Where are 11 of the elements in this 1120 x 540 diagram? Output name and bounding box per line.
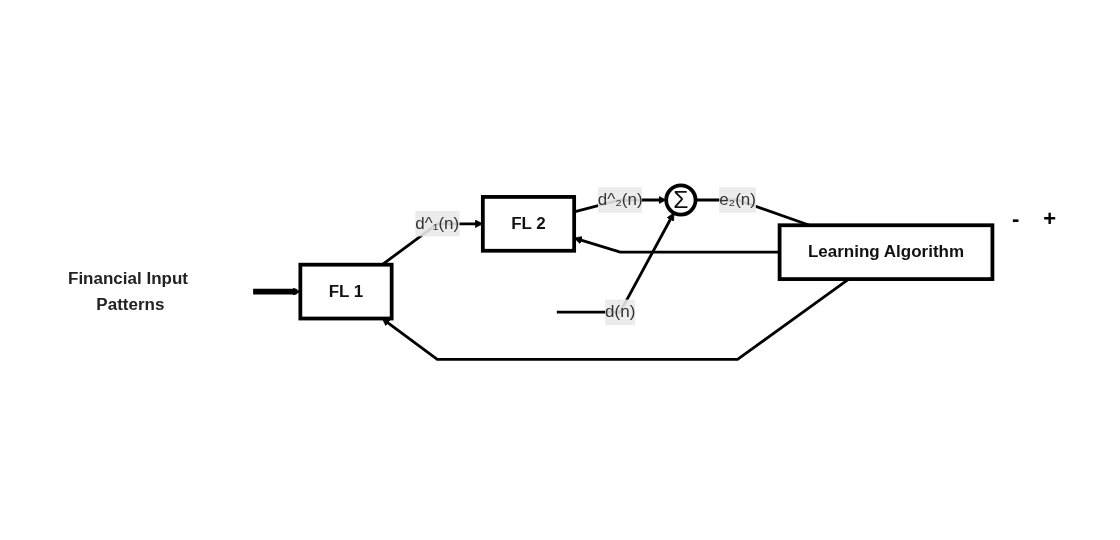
sign-label: + <box>1043 206 1057 232</box>
node-text: Financial Input Patterns <box>68 268 188 313</box>
edge-label: d^₁(n) <box>415 213 460 233</box>
sign-label: - <box>1012 206 1020 232</box>
node-box: Learning Algorithm <box>777 222 995 281</box>
edge-label: e₂(n) <box>719 189 756 209</box>
node-box: FL 2 <box>480 194 577 253</box>
node-box: FL 1 <box>298 262 394 320</box>
node-circle: Σ <box>664 182 698 217</box>
edge-label: d^₂(n) <box>597 189 643 209</box>
edge-label: d(n) <box>605 301 636 321</box>
